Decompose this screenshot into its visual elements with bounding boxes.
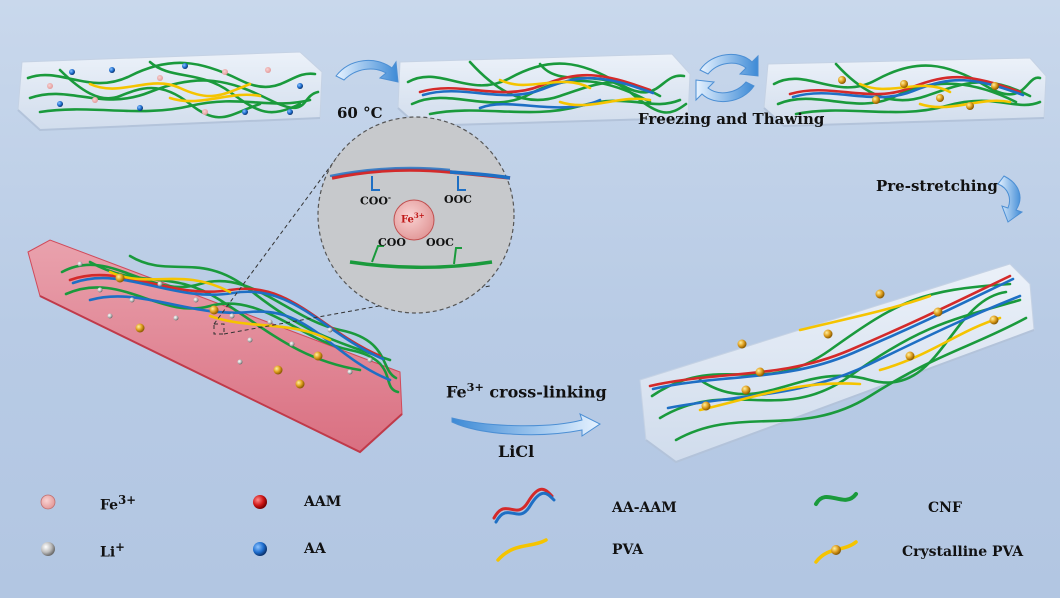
crosslinked-gel-sheet xyxy=(27,239,403,454)
down-arrow-icon xyxy=(997,175,1024,223)
legend-crystalline-pva-swatch xyxy=(814,540,858,564)
legend-aa-aam-label: AA-AAM xyxy=(612,500,677,516)
legend-aa-aam-swatch xyxy=(492,487,556,524)
left-arrow-icon xyxy=(451,413,601,437)
zoom-coo-minus-label: COO- xyxy=(360,193,392,208)
legend-cnf-label: CNF xyxy=(928,500,962,516)
heat-step-label: 60 °C xyxy=(337,104,383,122)
legend-li-swatch xyxy=(41,542,55,556)
legend-aa-swatch xyxy=(253,542,267,556)
legend-fe-swatch xyxy=(40,494,56,510)
stretched-gel-sheet xyxy=(639,263,1035,464)
freeze-thaw-step-label: Freezing and Thawing xyxy=(638,110,825,128)
legend-aa-label: AA xyxy=(304,541,326,557)
legend-fe-label: Fe3+ xyxy=(100,493,136,514)
curved-arrow-icon xyxy=(335,59,399,83)
legend-aam-label: AAM xyxy=(304,494,342,510)
zoom-circle xyxy=(317,116,515,314)
zoom-coo-bottom-label: COO xyxy=(378,236,406,249)
legend-pva-label: PVA xyxy=(612,542,644,558)
legend-cnf-swatch xyxy=(814,492,858,506)
copolymer-gel-sheet xyxy=(397,53,691,128)
legend-li-label: Li+ xyxy=(100,540,125,561)
freeze-thaw-gel-sheet xyxy=(763,57,1047,128)
legend-graphics xyxy=(40,487,858,564)
cycle-arrow-icon xyxy=(695,53,759,103)
legend-pva-swatch xyxy=(496,538,548,562)
precursor-gel-sheet xyxy=(17,51,323,132)
pre-stretching-step-label: Pre-stretching xyxy=(876,177,998,195)
legend-crystalline-pva-label: Crystalline PVA xyxy=(902,544,1024,560)
zoom-fe-ion-label: Fe3+ xyxy=(401,211,425,226)
crosslinking-step-label: Fe3+ cross-linking xyxy=(446,380,607,402)
zoom-ooc-top-label: OOC xyxy=(444,193,472,206)
licl-step-label: LiCl xyxy=(498,442,535,461)
zoom-ooc-bottom-label: OOC xyxy=(426,236,454,249)
legend-aam-swatch xyxy=(253,495,267,509)
